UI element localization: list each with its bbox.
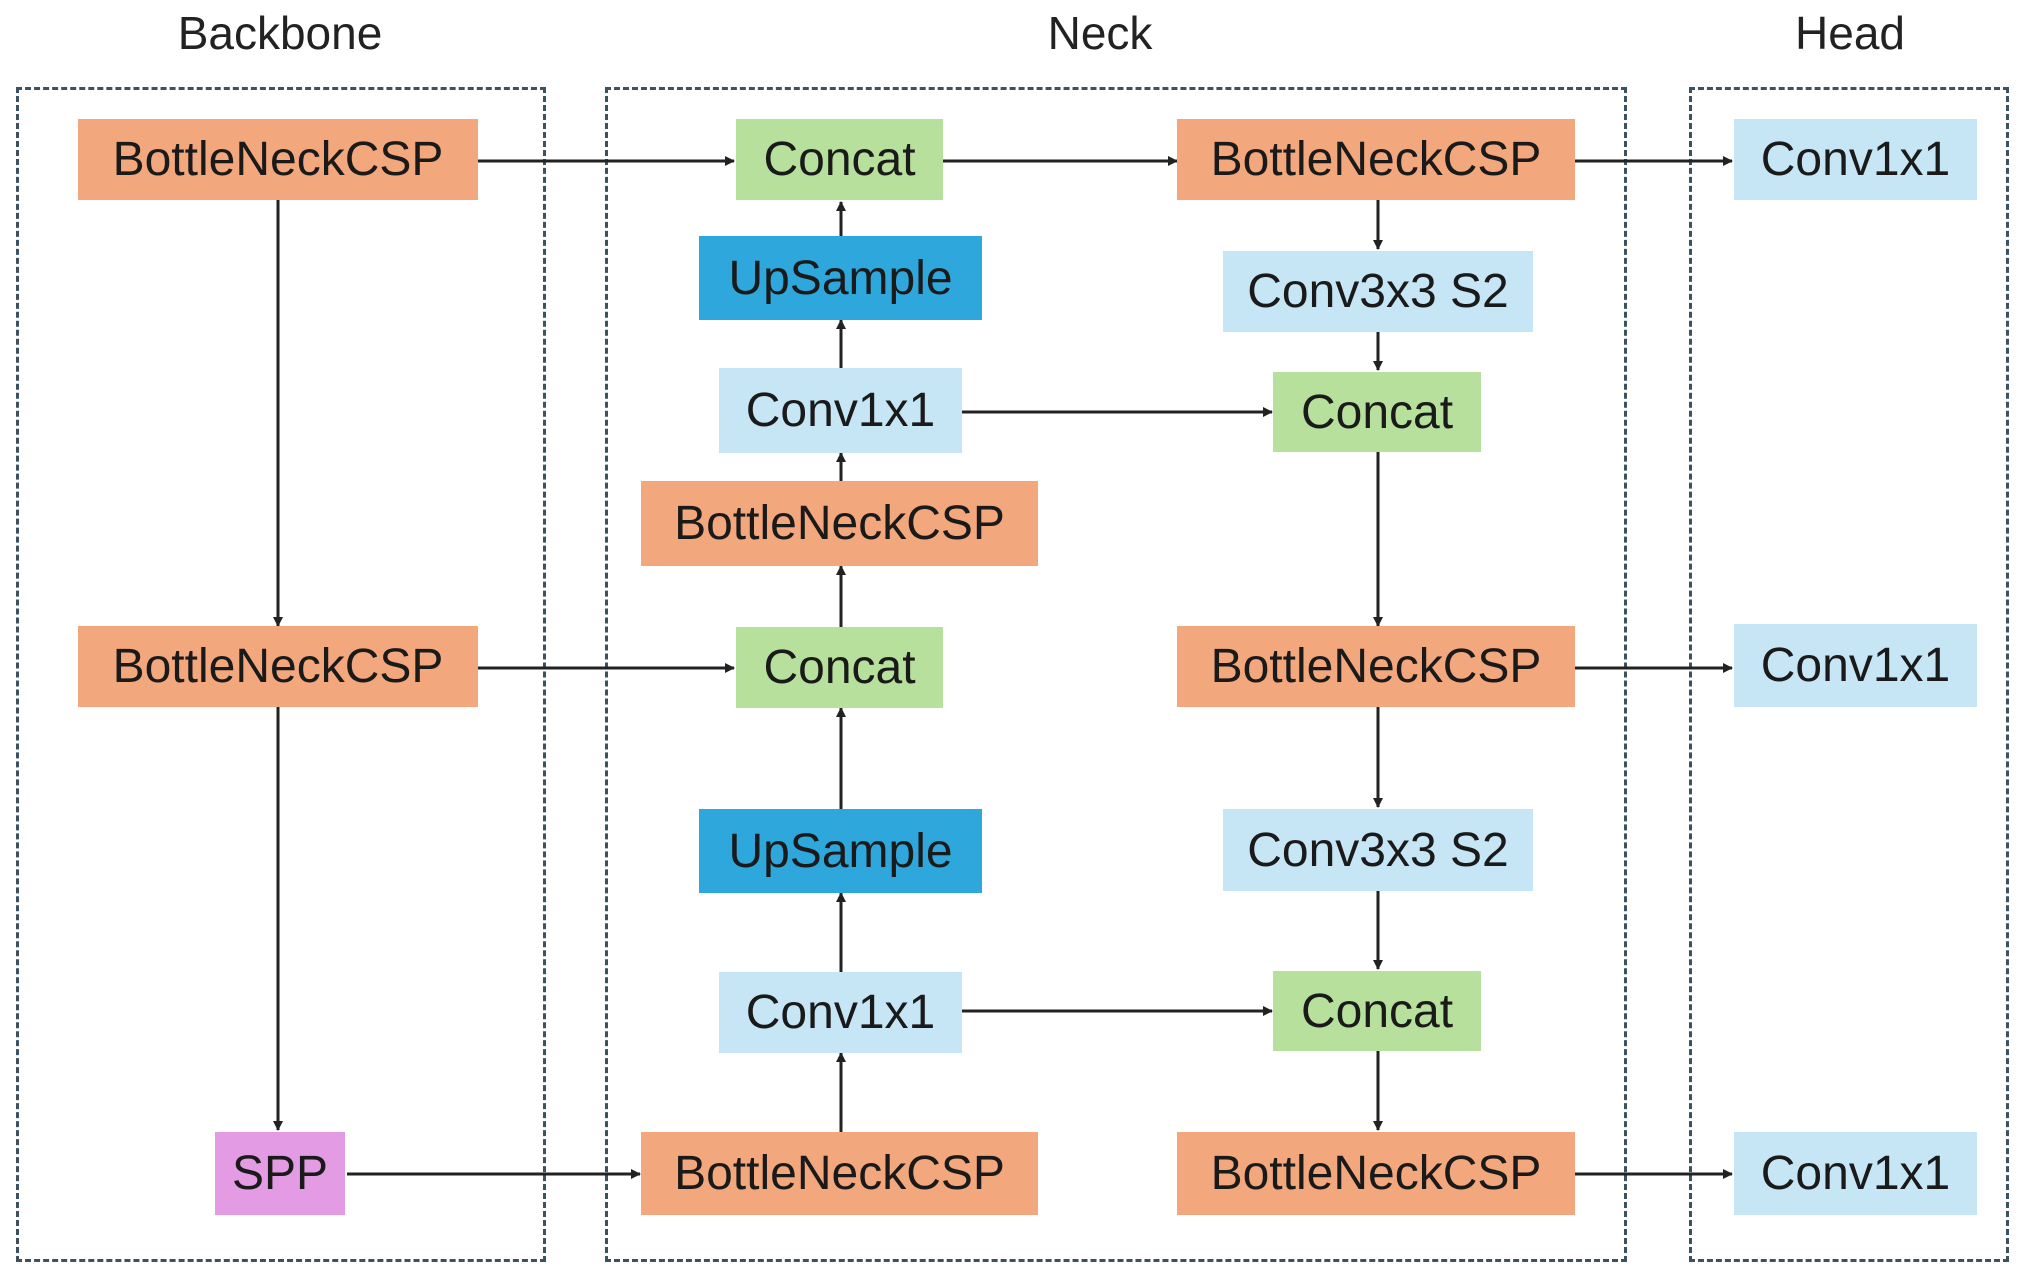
neck-conv3x3-s2-bottom: Conv3x3 S2 bbox=[1223, 809, 1533, 891]
backbone-spp: SPP bbox=[215, 1132, 345, 1215]
neck-bottleneckcsp-out-mid: BottleNeckCSP bbox=[1177, 626, 1575, 707]
neck-upsample-bottom: UpSample bbox=[699, 809, 982, 893]
neck-concat-top: Concat bbox=[736, 119, 943, 200]
neck-bottleneckcsp-up: BottleNeckCSP bbox=[641, 481, 1038, 566]
neck-concat-mid: Concat bbox=[736, 627, 943, 708]
neck-bottleneckcsp-bottom-left: BottleNeckCSP bbox=[641, 1132, 1038, 1215]
section-title-neck: Neck bbox=[1047, 7, 1153, 59]
neck-conv1x1-bottom: Conv1x1 bbox=[719, 972, 962, 1053]
backbone-bottleneckcsp-mid: BottleNeckCSP bbox=[78, 626, 478, 707]
neck-upsample-top: UpSample bbox=[699, 236, 982, 320]
backbone-bottleneckcsp-top: BottleNeckCSP bbox=[78, 119, 478, 200]
head-group bbox=[1689, 87, 2009, 1262]
neck-group bbox=[605, 87, 1627, 1262]
neck-conv3x3-s2-top: Conv3x3 S2 bbox=[1223, 251, 1533, 332]
head-conv1x1-bottom: Conv1x1 bbox=[1734, 1132, 1977, 1215]
head-conv1x1-top: Conv1x1 bbox=[1734, 119, 1977, 200]
head-conv1x1-mid: Conv1x1 bbox=[1734, 624, 1977, 707]
neck-concat-right-bottom: Concat bbox=[1273, 971, 1481, 1051]
neck-bottleneckcsp-out-bottom: BottleNeckCSP bbox=[1177, 1132, 1575, 1215]
neck-concat-right-top: Concat bbox=[1273, 372, 1481, 452]
backbone-group bbox=[16, 87, 546, 1262]
neck-bottleneckcsp-out-top: BottleNeckCSP bbox=[1177, 119, 1575, 200]
section-title-head: Head bbox=[1795, 7, 1905, 59]
section-title-backbone: Backbone bbox=[177, 7, 383, 59]
neck-conv1x1-top: Conv1x1 bbox=[719, 368, 962, 453]
